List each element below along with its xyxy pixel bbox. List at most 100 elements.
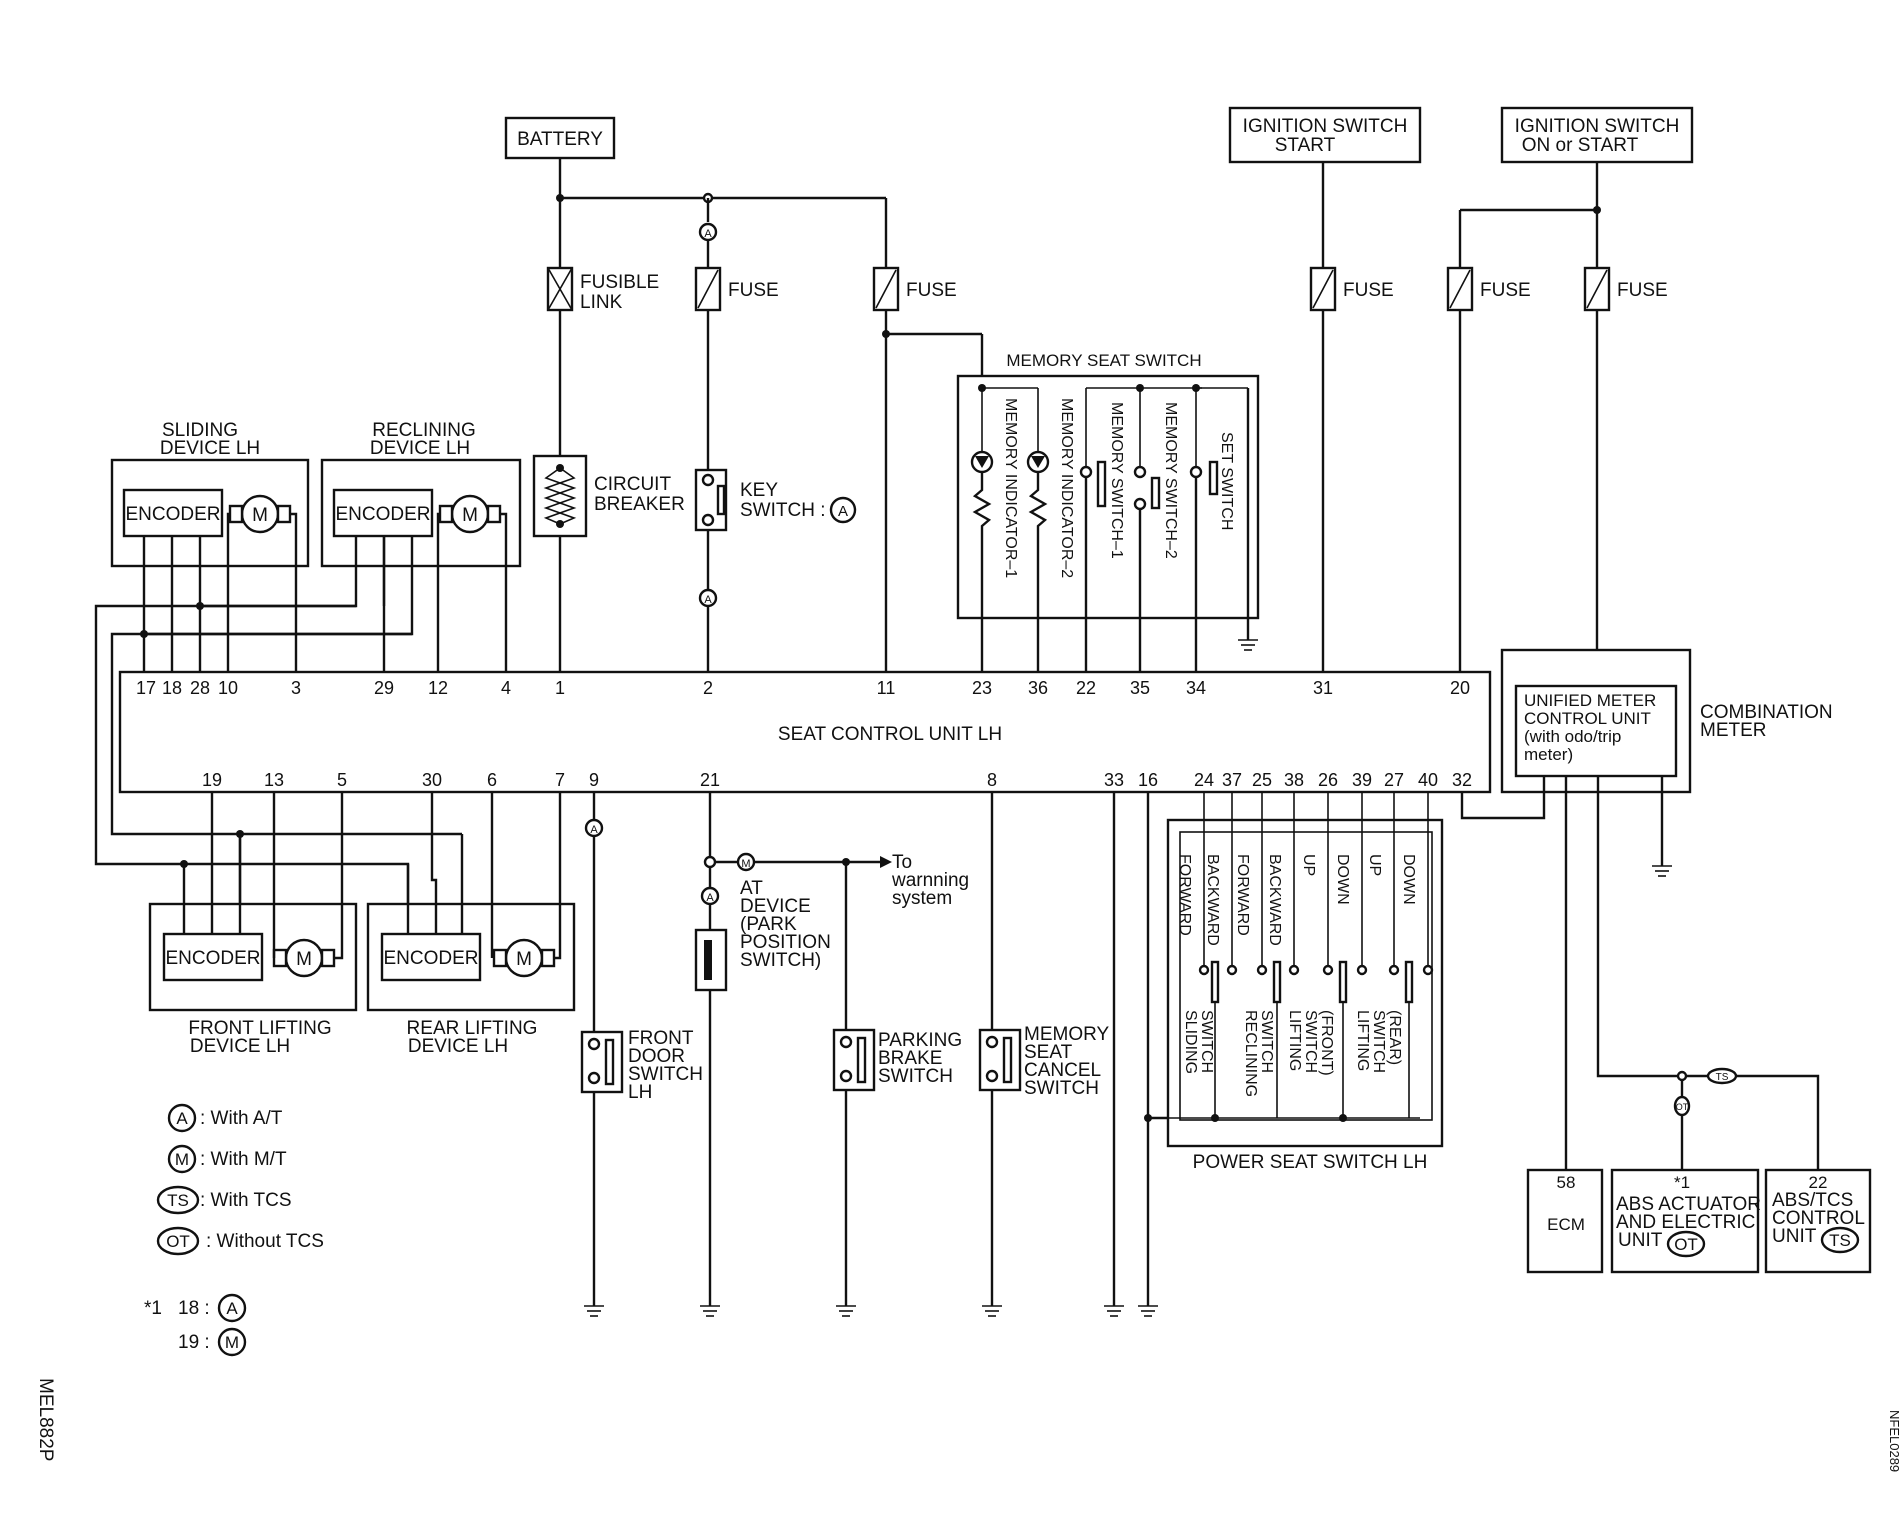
svg-text:LH: LH [628,1082,652,1103]
svg-text:6: 6 [487,770,497,790]
svg-text:25: 25 [1252,770,1272,790]
svg-text:26: 26 [1318,770,1338,790]
svg-text:BACKWARD: BACKWARD [1204,854,1221,946]
svg-text:COMBINATION: COMBINATION [1700,702,1833,723]
svg-text:A: A [838,503,848,520]
svg-text:A: A [590,824,598,836]
svg-text:35: 35 [1130,678,1150,698]
svg-text:SLIDING: SLIDING [1182,1010,1199,1074]
svg-text:TS: TS [1716,1072,1729,1083]
svg-text:FUSE: FUSE [1480,280,1531,301]
fuse-ignition-start: FUSE [1309,162,1394,672]
seat-control-unit-lh: SEAT CONTROL UNIT LH [118,670,1492,794]
svg-text:M: M [225,1333,239,1352]
svg-text:CONTROL UNIT: CONTROL UNIT [1524,709,1651,728]
svg-text:FUSE: FUSE [1617,280,1668,301]
svg-text:SWITCH :: SWITCH : [740,500,826,521]
key-switch-branch: A FUSE KEY SWITCH : A A [694,222,857,672]
svg-text:36: 36 [1028,678,1048,698]
svg-text:ENCODER: ENCODER [383,948,478,969]
ground-pins-33-16 [1102,792,1168,1318]
svg-text:meter): meter) [1524,745,1573,764]
svg-text:LIFTING: LIFTING [1286,1010,1303,1071]
svg-text:SWITCH: SWITCH [1370,1010,1387,1073]
svg-text:OT: OT [1676,1102,1689,1112]
svg-text:37: 37 [1222,770,1242,790]
combination-meter: UNIFIED METER CONTROL UNIT (with odo/tri… [1460,648,1833,1170]
legend: A : With A/T M : With M/T TS : With TCS … [144,1103,324,1357]
svg-text:24: 24 [1194,770,1214,790]
svg-text:POWER SEAT SWITCH LH: POWER SEAT SWITCH LH [1193,1152,1428,1173]
fusible-link: FUSIBLE LINK [546,198,659,462]
svg-text:PARKING: PARKING [878,1030,962,1051]
svg-text:LIFTING: LIFTING [1354,1010,1371,1071]
diagram-code-right: NFEL0289 [1887,1410,1902,1472]
svg-text:SWITCH: SWITCH [1258,1010,1275,1073]
lifting-device-wiring [180,792,562,960]
svg-text:*1: *1 [144,1298,162,1319]
svg-text:9: 9 [589,770,599,790]
svg-text:ABS/TCS: ABS/TCS [1772,1190,1853,1211]
svg-text:: With A/T: : With A/T [200,1108,283,1129]
svg-text:39: 39 [1352,770,1372,790]
svg-text:: With TCS: : With TCS [200,1190,292,1211]
svg-text:UNIFIED METER: UNIFIED METER [1524,691,1656,710]
battery-bus-wires [556,158,888,268]
abs-tcs-control-unit: 22 ABS/TCS CONTROL UNIT TS [1764,1168,1872,1274]
svg-text:MEMORY INDICATOR–2: MEMORY INDICATOR–2 [1058,398,1075,578]
svg-text:DEVICE LH: DEVICE LH [160,438,260,459]
svg-text:12: 12 [428,678,448,698]
svg-text:29: 29 [374,678,394,698]
svg-text:LINK: LINK [580,292,623,313]
battery: BATTERY [504,116,616,160]
svg-text:DEVICE: DEVICE [740,896,811,917]
svg-text:22: 22 [1809,1173,1828,1192]
ignition-switch-start: IGNITION SWITCH START [1228,106,1422,164]
svg-text:FRONT: FRONT [628,1028,694,1049]
svg-text:34: 34 [1186,678,1206,698]
svg-text:ABS ACTUATOR: ABS ACTUATOR [1616,1194,1761,1215]
svg-text:MEMORY: MEMORY [1024,1024,1109,1045]
svg-text:A: A [226,1299,238,1318]
svg-text:ECM: ECM [1547,1215,1585,1234]
svg-text:UP: UP [1300,854,1317,876]
svg-text:ENCODER: ENCODER [125,504,220,525]
memory-seat-switch: MEMORY SEAT SWITCH MEMORY INDICATOR–1 ME… [956,351,1260,672]
svg-text:(with odo/trip: (with odo/trip [1524,727,1621,746]
svg-text:8: 8 [987,770,997,790]
svg-text:19: 19 [202,770,222,790]
svg-text:SET SWITCH: SET SWITCH [1218,432,1235,530]
svg-text:START: START [1275,135,1336,156]
svg-text:IGNITION SWITCH: IGNITION SWITCH [1243,116,1408,137]
svg-text:OT: OT [166,1232,190,1251]
svg-text:(REAR): (REAR) [1386,1010,1403,1065]
svg-text:(PARK: (PARK [740,914,797,935]
svg-text:RECLINING: RECLINING [372,420,475,441]
svg-text:18: 18 [162,678,182,698]
pins-top: 17 18 28 10 3 29 12 4 1 2 11 23 36 22 35… [136,678,1470,698]
svg-text:AND ELECTRIC: AND ELECTRIC [1616,1212,1755,1233]
svg-text:SLIDING: SLIDING [162,420,238,441]
ignition-switch-on-start: IGNITION SWITCH ON or START [1500,106,1694,164]
svg-text:RECLINING: RECLINING [1242,1010,1259,1097]
svg-text:FORWARD: FORWARD [1176,854,1193,936]
svg-text:DOWN: DOWN [1334,854,1351,905]
svg-text:UNIT: UNIT [1618,1230,1663,1251]
svg-text:SWITCH): SWITCH) [740,950,821,971]
svg-text:3: 3 [291,678,301,698]
svg-text:19 :: 19 : [178,1332,210,1353]
svg-text:11: 11 [877,678,896,698]
svg-text:FUSE: FUSE [728,280,779,301]
svg-text:A: A [704,594,712,606]
svg-text:OT: OT [1674,1235,1698,1254]
svg-text:SWITCH: SWITCH [1302,1010,1319,1073]
svg-text:23: 23 [972,678,992,698]
svg-text:SWITCH: SWITCH [878,1066,953,1087]
at-device-park-switch: M To warnning system A AT DEVICE (PARK P… [694,792,969,1318]
svg-text:DEVICE LH: DEVICE LH [370,438,470,459]
svg-text:SWITCH: SWITCH [628,1064,703,1085]
svg-text:DEVICE LH: DEVICE LH [190,1036,290,1057]
svg-text:17: 17 [136,678,156,698]
svg-text:7: 7 [555,770,565,790]
